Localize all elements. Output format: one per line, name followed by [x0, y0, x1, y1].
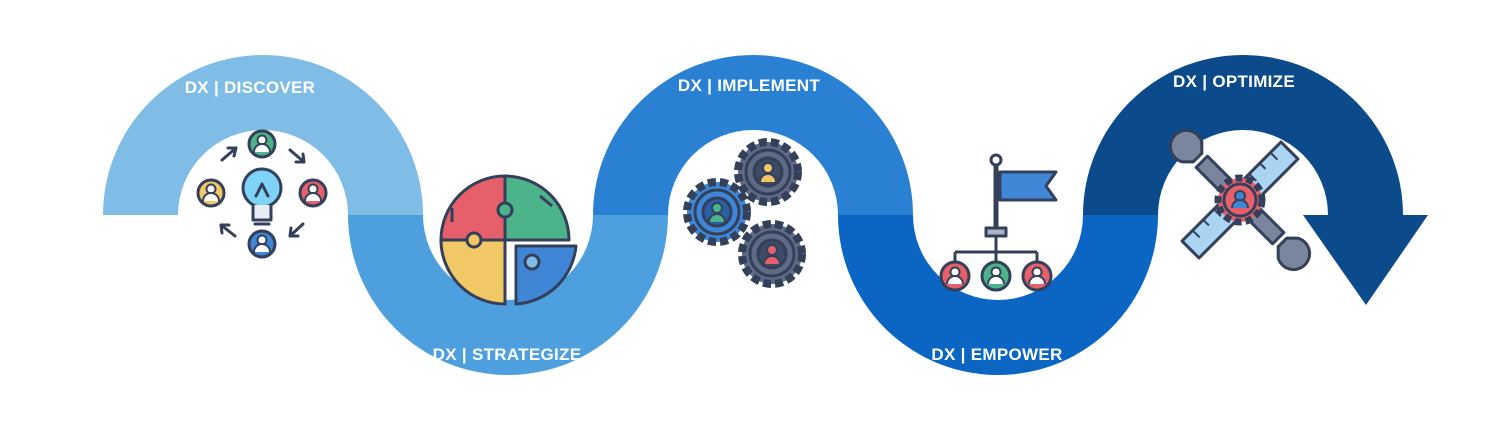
stage-label-discover: DX | DISCOVER: [185, 78, 316, 97]
stage-band-discover: [103, 55, 423, 215]
person-node-2: [980, 260, 1012, 292]
stage-label-implement: DX | IMPLEMENT: [678, 76, 820, 95]
stage-label-optimize: DX | OPTIMIZE: [1173, 72, 1295, 91]
gear-bottom: [738, 220, 806, 288]
gear-top: [734, 138, 802, 206]
gears-team-icon: [683, 138, 806, 288]
person-bottom: [247, 229, 277, 259]
stage-band-optimize: [1083, 55, 1428, 305]
stage-label-empower: DX | EMPOWER: [931, 345, 1062, 364]
flag-hierarchy-icon: [939, 153, 1058, 292]
person-top: [247, 129, 277, 159]
person-left: [196, 178, 226, 208]
stage-band-empower: [838, 215, 1158, 375]
gear-left: [683, 178, 751, 246]
person-right: [298, 178, 328, 208]
stage-band-implement: [593, 55, 913, 215]
person-node-3: [1021, 260, 1053, 292]
puzzle-strategy-icon: [439, 174, 578, 306]
tools-optimize-icon: [1168, 128, 1312, 272]
stage-label-strategize: DX | STRATEGIZE: [433, 345, 582, 364]
idea-collaboration-icon: [196, 129, 328, 259]
person-node-1: [939, 260, 971, 292]
stage-band-strategize: [348, 215, 668, 375]
